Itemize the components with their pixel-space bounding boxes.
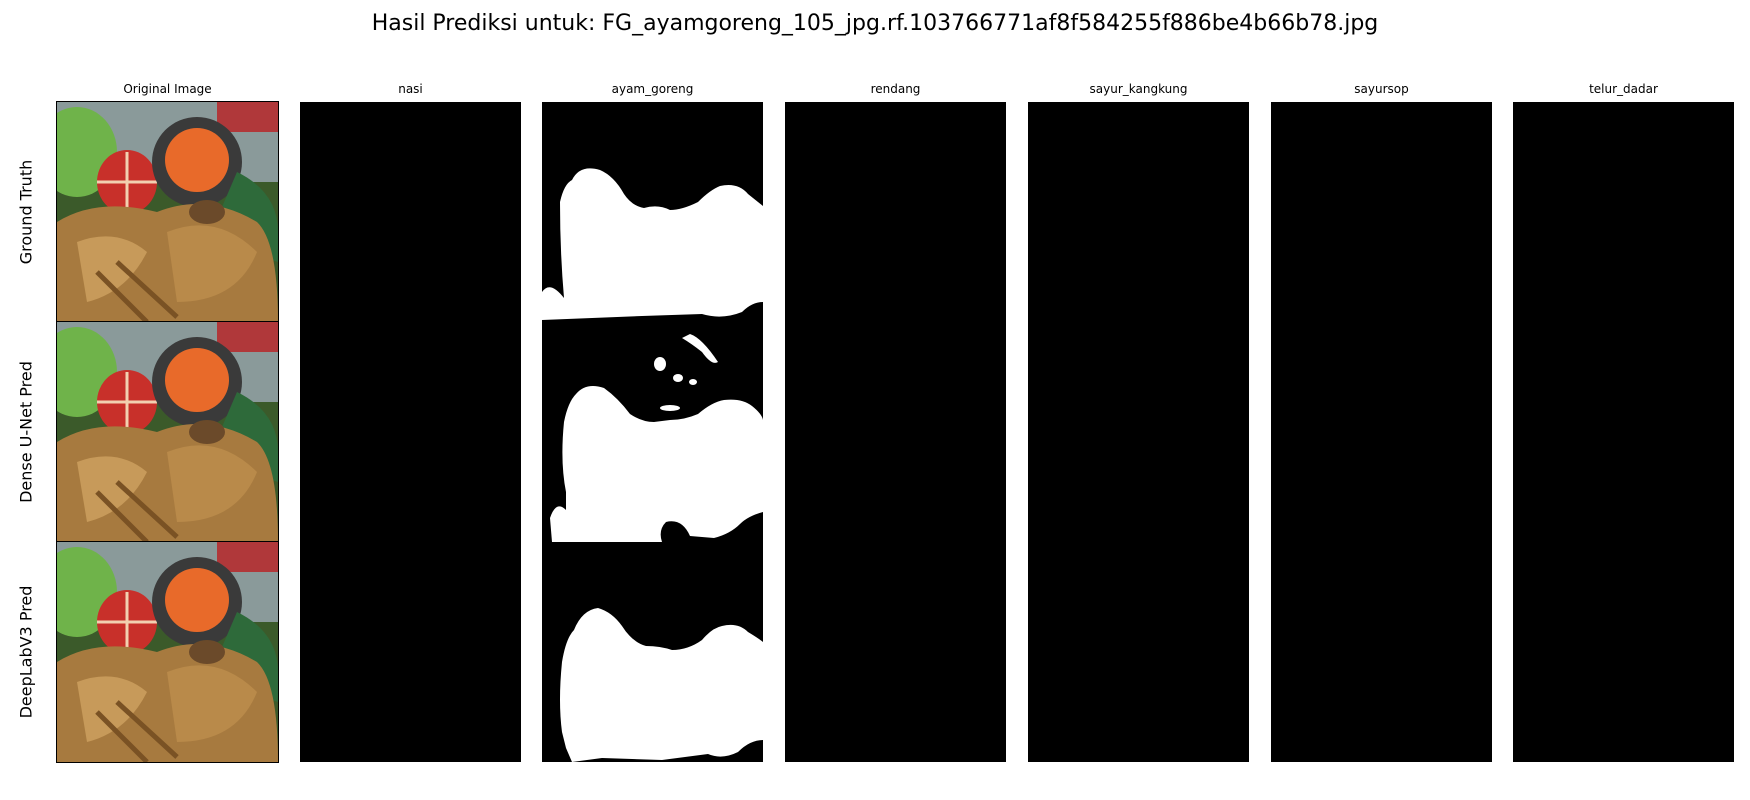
column-rendang: rendang [785,82,1006,762]
mask-rendang-dense-unet [785,322,1006,542]
mask-ayam-goreng-ground-truth [542,102,763,322]
mask-sayur-kangkung-dense-unet [1028,322,1249,542]
mask-telur-dadar-deeplabv3 [1513,542,1734,762]
mask-sayur-kangkung-deeplabv3 [1028,542,1249,762]
fried-chicken-photo-icon [57,542,278,762]
mask-nasi-deeplabv3 [300,542,521,762]
mask-ayam-goreng-dense-unet [542,322,763,542]
column-title-nasi: nasi [398,82,423,96]
mask-telur-dadar-ground-truth [1513,102,1734,322]
row-label-ground-truth: Ground Truth [16,159,36,265]
column-nasi: nasi [300,82,521,762]
segmentation-mask-shape [550,334,763,542]
column-original-image: Original Image [56,82,279,763]
column-sayur-kangkung: sayur_kangkung [1028,82,1249,762]
column-title-sayur-kangkung: sayur_kangkung [1089,82,1188,96]
column-ayam-goreng: ayam_goreng [542,82,763,762]
column-title-sayursop: sayursop [1354,82,1409,96]
mask-telur-dadar-dense-unet [1513,322,1734,542]
row-label-deeplabv3: DeepLabV3 Pred [16,585,36,719]
segmentation-mask-shape [542,168,763,320]
row-label-dense-unet: Dense U-Net Pred [16,361,36,503]
column-title-original-image: Original Image [123,82,212,96]
mask-sayur-kangkung-ground-truth [1028,102,1249,322]
mask-sayursop-deeplabv3 [1271,542,1492,762]
column-sayursop: sayursop [1271,82,1492,762]
original-image-dense-unet [56,321,279,543]
column-title-ayam-goreng: ayam_goreng [611,82,694,96]
mask-ayam-goreng-deeplabv3 [542,542,763,762]
figure-title: Hasil Prediksi untuk: FG_ayamgoreng_105_… [371,11,1379,36]
segmentation-mask-shape [560,608,763,762]
column-telur-dadar: telur_dadar [1513,82,1734,762]
fried-chicken-photo-icon [57,322,278,542]
original-image-deeplabv3 [56,541,279,763]
original-image-ground-truth [56,101,279,323]
mask-nasi-ground-truth [300,102,521,322]
mask-nasi-dense-unet [300,322,521,542]
mask-rendang-deeplabv3 [785,542,1006,762]
prediction-grid: Original Image [56,82,1737,763]
mask-sayursop-ground-truth [1271,102,1492,322]
column-title-rendang: rendang [870,82,921,96]
fried-chicken-photo-icon [57,102,278,322]
column-title-telur-dadar: telur_dadar [1589,82,1658,96]
mask-rendang-ground-truth [785,102,1006,322]
mask-sayursop-dense-unet [1271,322,1492,542]
